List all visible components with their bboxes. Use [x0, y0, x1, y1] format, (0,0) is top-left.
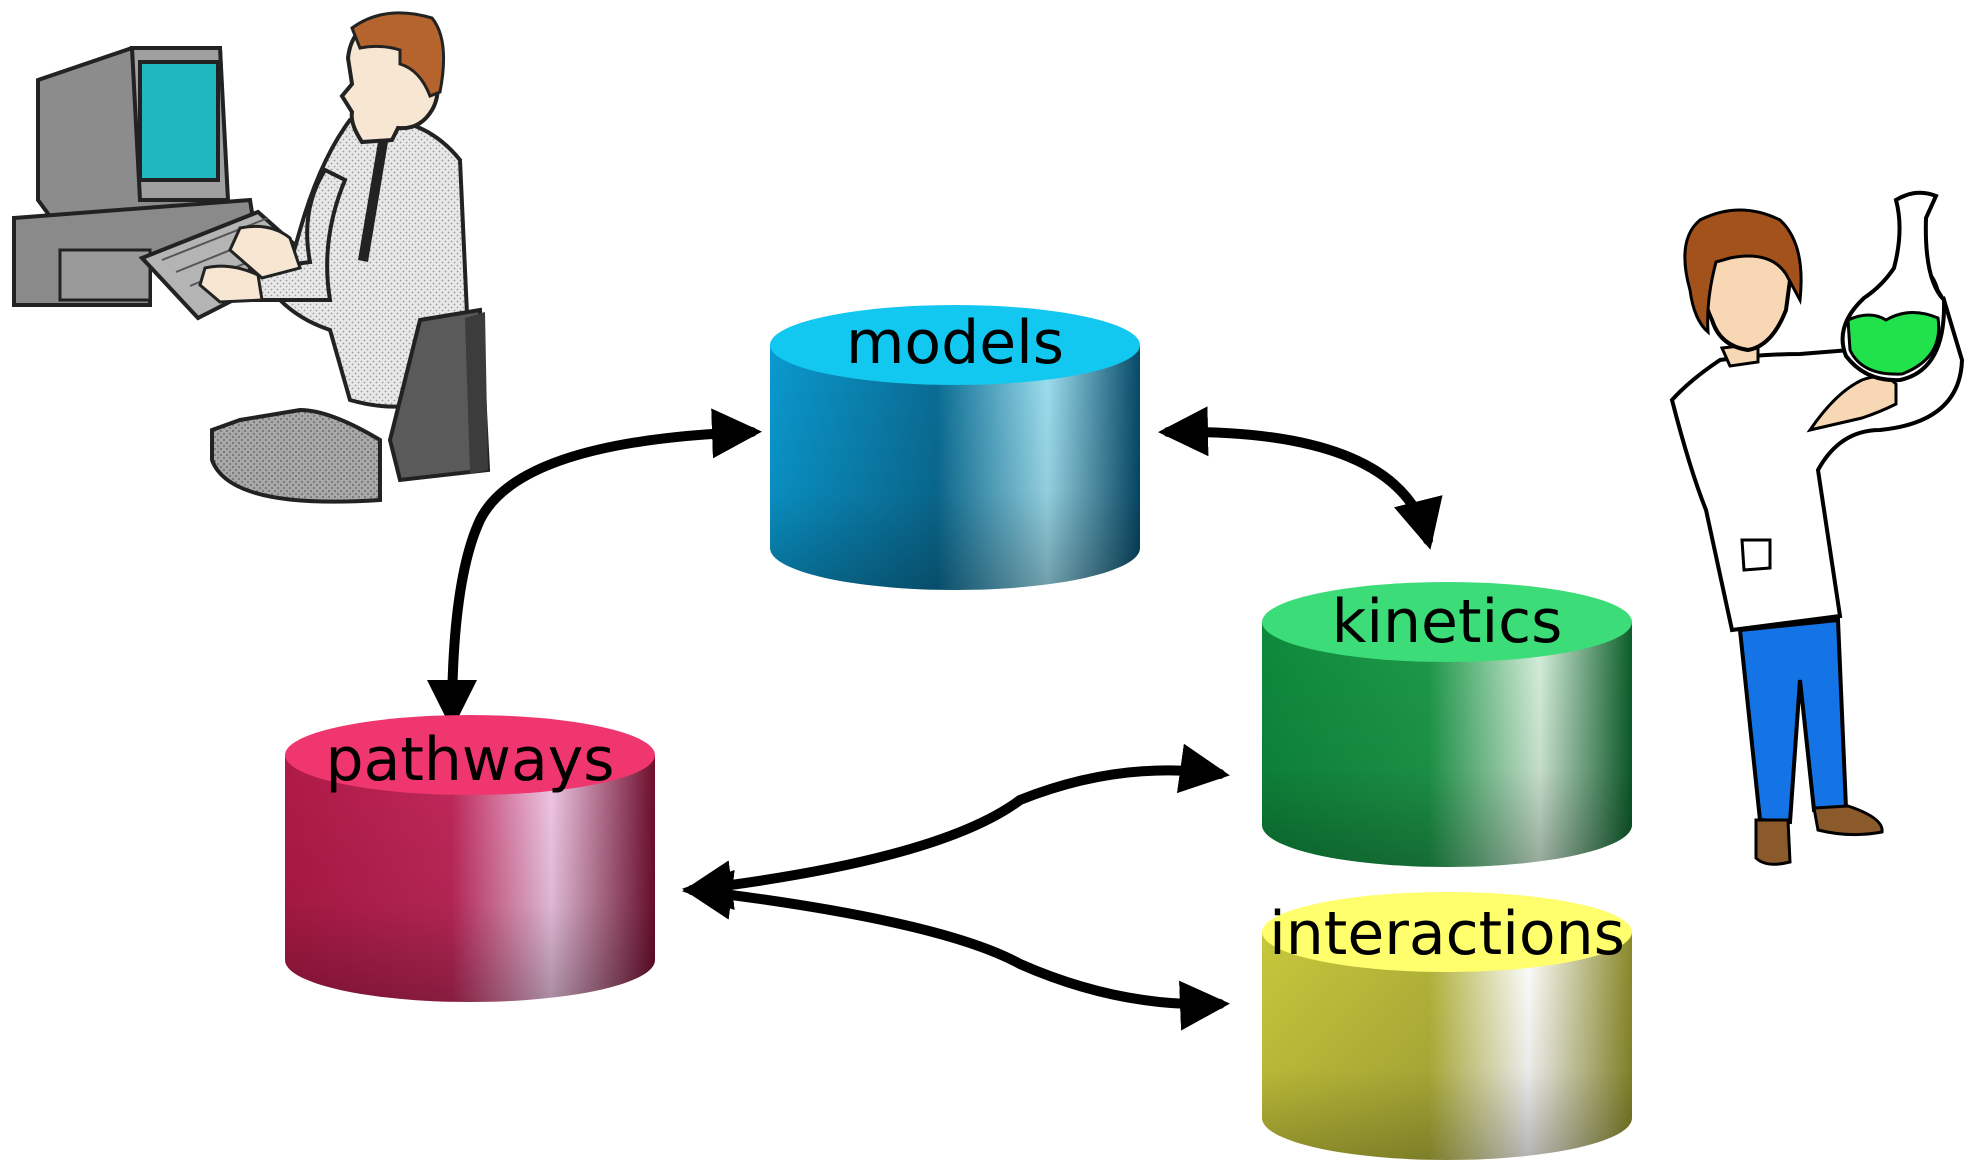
database-interactions-top	[1262, 892, 1632, 972]
scientist-with-flask-icon	[1669, 190, 1965, 866]
database-pathways: pathways	[285, 715, 655, 1002]
database-pathways-label: pathways	[325, 725, 614, 795]
database-kinetics: kinetics	[1262, 582, 1632, 867]
person-at-computer-icon	[12, 11, 491, 504]
database-interactions: interactions	[1262, 892, 1632, 1160]
database-kinetics-label: kinetics	[1332, 587, 1563, 657]
database-kinetics-top	[1262, 582, 1632, 662]
database-models-top	[770, 305, 1140, 385]
database-models: models	[770, 305, 1140, 590]
arrow-pathways-interactions	[682, 869, 1230, 1031]
database-models-label: models	[846, 308, 1064, 378]
arrow-models-kinetics	[1158, 406, 1443, 550]
connection-arrows	[427, 406, 1443, 1031]
database-interactions-label: interactions	[1269, 899, 1625, 969]
arrow-models-pathways	[427, 408, 762, 730]
arrow-pathways-kinetics	[682, 743, 1230, 911]
database-pathways-top	[285, 715, 655, 795]
